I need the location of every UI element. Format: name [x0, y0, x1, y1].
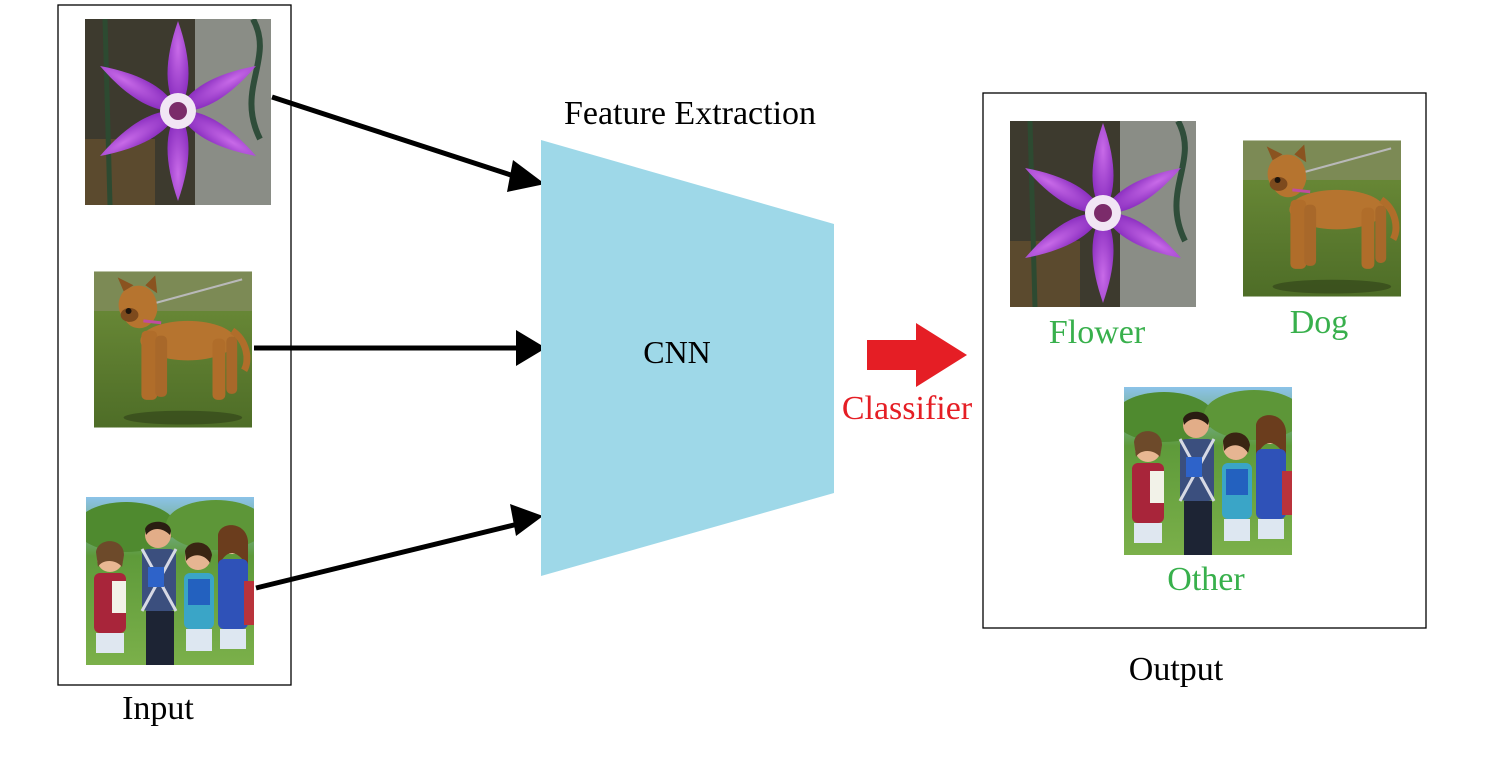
- input-label: Input: [122, 690, 194, 727]
- output-dog-photo: [1243, 140, 1401, 296]
- class-label-dog: Dog: [1289, 304, 1349, 341]
- arrowhead-people: [510, 504, 543, 536]
- output-label: Output: [1128, 651, 1224, 688]
- classifier-arrow-icon: [867, 323, 967, 387]
- input-people-photo: [86, 497, 254, 665]
- arrow-flower-to-cnn: [271, 94, 521, 181]
- input-panel-frame: [57, 4, 292, 686]
- output-flower-photo: [1010, 121, 1196, 307]
- input-flower-photo: [85, 19, 271, 205]
- class-label-flower: Flower: [1048, 314, 1146, 351]
- class-label-other: Other: [1167, 561, 1245, 598]
- arrowhead-dog: [516, 330, 546, 366]
- input-dog-photo: [94, 271, 252, 427]
- output-panel-frame: [982, 92, 1427, 629]
- arrowhead-flower: [507, 160, 545, 192]
- cnn-label: CNN: [643, 334, 711, 370]
- feature-extraction-label: Feature Extraction: [563, 95, 817, 132]
- classifier-label: Classifier: [841, 390, 973, 427]
- cnn-block: [541, 140, 834, 576]
- output-people-photo: [1124, 387, 1292, 555]
- arrow-people-to-cnn: [255, 521, 519, 591]
